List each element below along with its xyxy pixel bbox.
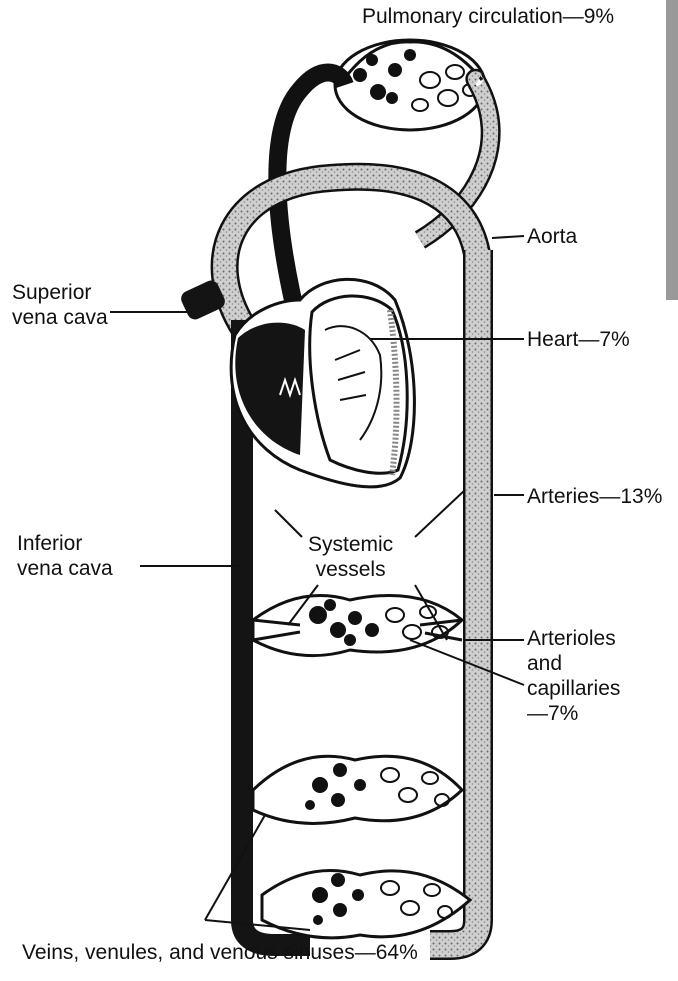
label-inferior-vena-cava: Inferior vena cava (17, 531, 113, 581)
artery-column (430, 250, 478, 945)
label-arterioles-capillaries: Arterioles and capillaries —7% (527, 626, 620, 726)
systemic-capillary-bed-middle (253, 756, 462, 823)
label-veins-venules-sinuses: Veins, venules, and venous sinuses—64% (22, 940, 418, 965)
label-superior-vena-cava: Superior vena cava (12, 280, 108, 330)
label-pulmonary-circulation: Pulmonary circulation—9% (362, 4, 614, 29)
label-aorta: Aorta (527, 224, 577, 249)
label-ivc-line2: vena cava (17, 556, 113, 581)
label-svc-line1: Superior (12, 280, 108, 305)
label-arterioles-line1: Arterioles (527, 626, 620, 651)
leader-aorta (492, 236, 524, 238)
label-arteries: Arteries—13% (527, 484, 662, 509)
label-ivc-line1: Inferior (17, 531, 113, 556)
label-systemic-line2: vessels (308, 557, 393, 582)
label-arterioles-line3: capillaries (527, 676, 620, 701)
pulmonary-capillary-bed (335, 40, 485, 130)
label-arterioles-line4: —7% (527, 701, 620, 726)
leader-systemic-1 (275, 510, 302, 537)
label-svc-line2: vena cava (12, 305, 108, 330)
leader-systemic-2 (415, 490, 465, 537)
label-systemic-line1: Systemic (308, 532, 393, 557)
scan-edge-artifact (666, 0, 678, 300)
systemic-capillary-bed-upper (253, 596, 462, 656)
heart (231, 279, 414, 487)
label-systemic-vessels: Systemic vessels (308, 532, 393, 582)
label-heart: Heart—7% (527, 327, 630, 352)
label-arterioles-line2: and (527, 651, 620, 676)
